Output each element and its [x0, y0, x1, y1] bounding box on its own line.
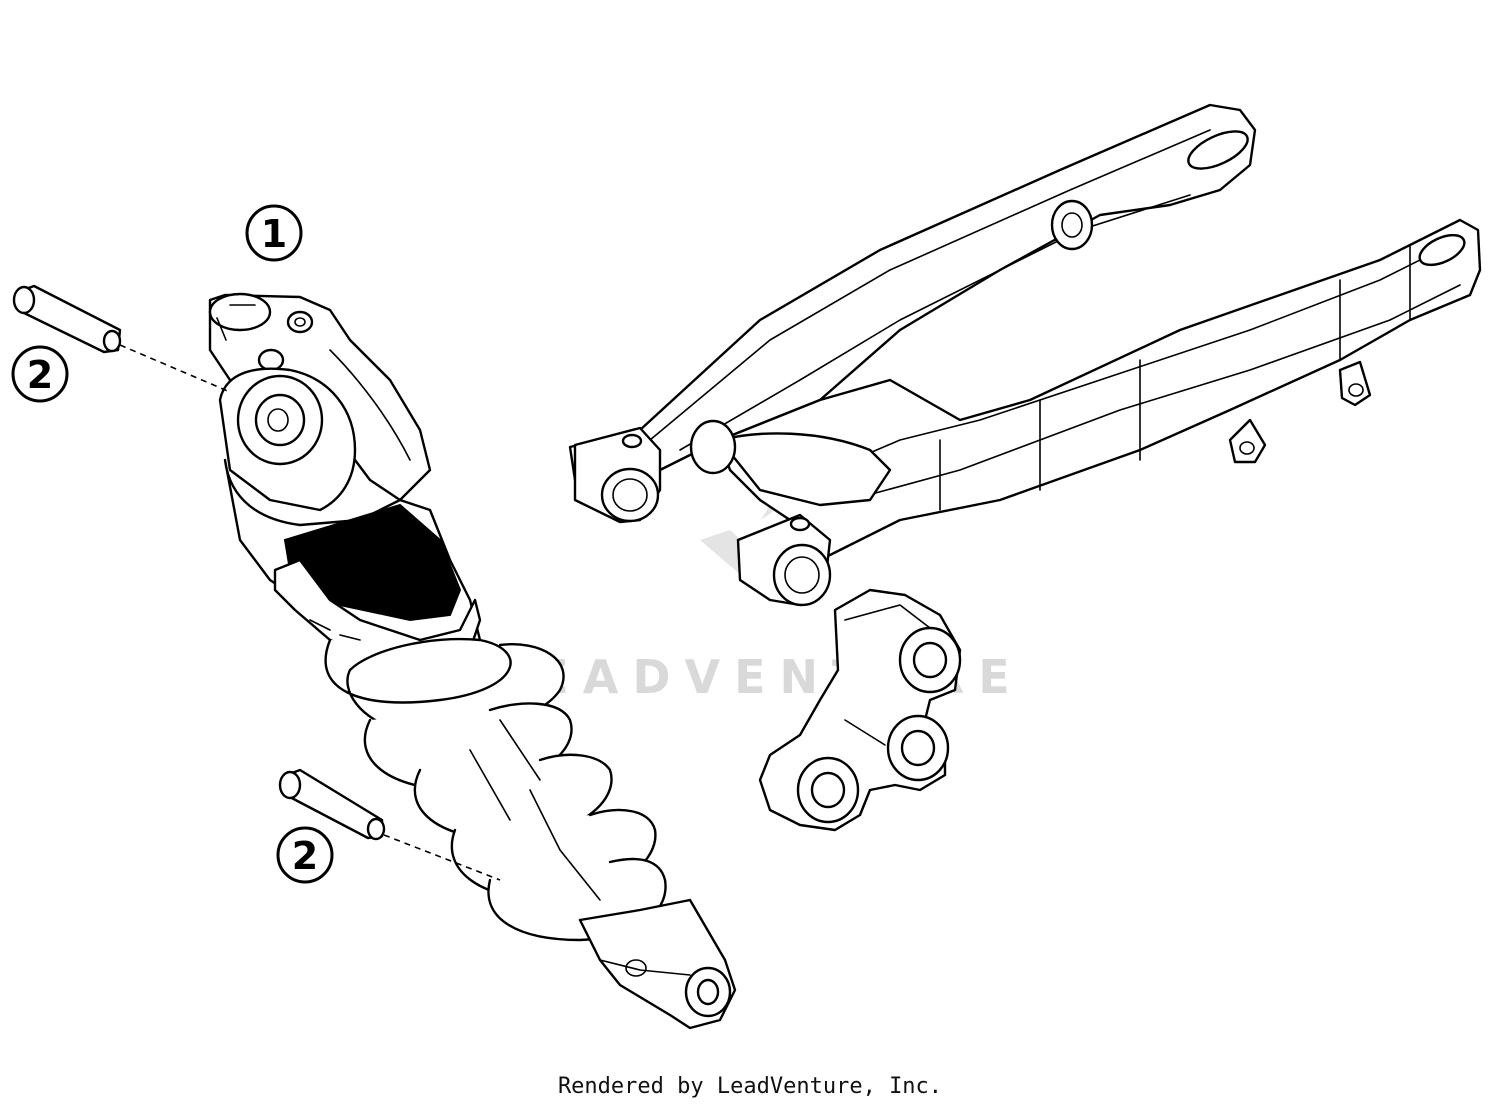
bolt-lower	[278, 768, 501, 881]
callout-2-lower: 2	[276, 826, 334, 884]
callout-1: 1	[245, 204, 303, 262]
swingarm	[568, 103, 1482, 607]
bolt-upper	[12, 284, 231, 393]
rear-shock-absorber	[208, 292, 737, 1030]
callout-1-label: 1	[261, 212, 287, 256]
callout-2-upper: 2	[11, 345, 69, 403]
callout-2-upper-label: 2	[27, 353, 53, 397]
callout-2-lower-label: 2	[292, 834, 318, 878]
footer-credit: Rendered by LeadVenture, Inc.	[557, 1074, 943, 1099]
linkage-dogbone	[758, 588, 962, 832]
